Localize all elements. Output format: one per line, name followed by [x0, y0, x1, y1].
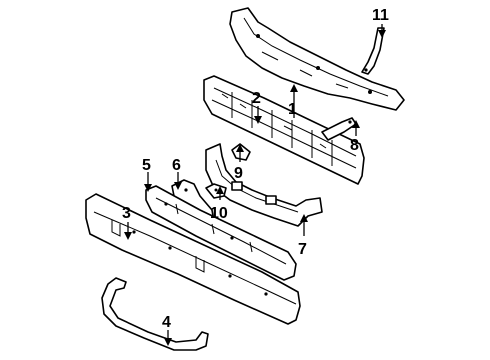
callout-10: 10 — [210, 205, 228, 222]
grille — [203, 75, 365, 185]
air-deflector — [101, 277, 209, 351]
callout-2: 2 — [252, 90, 261, 107]
callout-6: 6 — [172, 157, 181, 174]
callout-5: 5 — [142, 157, 151, 174]
lower-valance — [205, 143, 323, 227]
callout-9: 9 — [234, 165, 243, 182]
callout-3: 3 — [122, 205, 131, 222]
energy-absorber — [145, 185, 297, 281]
bumper-face-bar — [85, 193, 301, 325]
callout-4: 4 — [162, 314, 171, 331]
upper-radiator-support — [229, 7, 405, 111]
callout-7: 7 — [298, 241, 307, 258]
callout-8: 8 — [350, 137, 359, 154]
callout-11: 11 — [372, 7, 389, 24]
small-bracket — [205, 183, 227, 199]
callout-1: 1 — [288, 101, 297, 118]
